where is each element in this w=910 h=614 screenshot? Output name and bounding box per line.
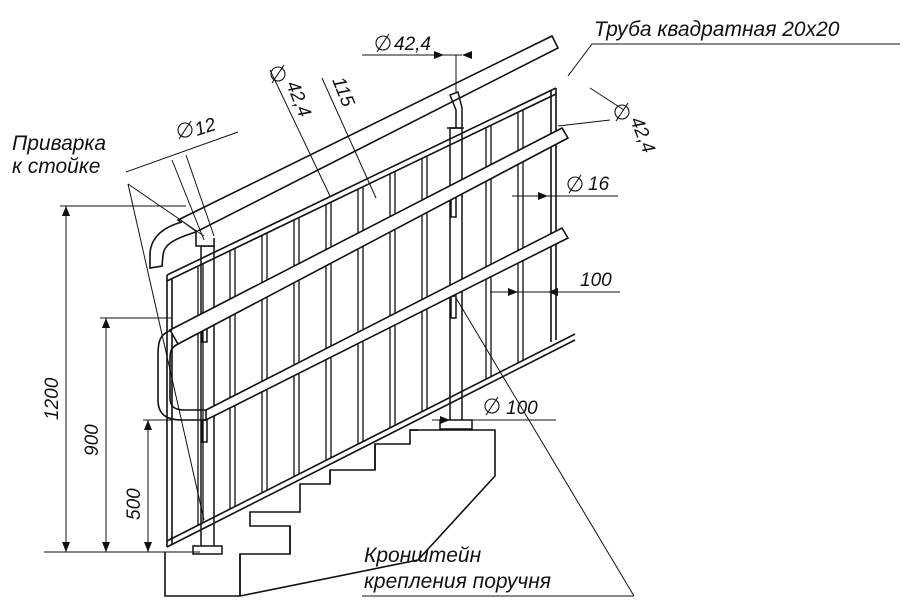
bracket-label-line2: крепления поручня	[364, 570, 551, 593]
dim-post-diameter: 42,4	[394, 34, 431, 55]
bracket-label-line1: Кронштейн	[364, 544, 482, 567]
lower-rail	[205, 226, 570, 422]
panel-frame	[166, 87, 576, 548]
top-handrail	[149, 34, 560, 269]
bracket	[447, 91, 464, 129]
dim-weld-diameter: 12	[192, 114, 219, 141]
weld-label-line2: к стойке	[12, 155, 100, 178]
dim-spacing: 100	[580, 270, 612, 291]
dim-rail-left-diameter: 42,4	[281, 78, 314, 120]
dim-height-900: 900	[82, 424, 103, 456]
dim-baluster-diameter: 16	[588, 174, 610, 195]
dim-height-500: 500	[124, 488, 145, 520]
diameter-symbols	[177, 33, 630, 416]
stair-base	[164, 429, 496, 597]
dim-rail-right-diameter: 42,4	[625, 114, 658, 156]
weld-label-line1: Приварка	[12, 132, 106, 155]
arrow-heads	[62, 51, 558, 552]
square-tube-label: Труба квадратная 20x20	[594, 18, 840, 41]
dim-offset-115: 115	[327, 74, 358, 110]
dim-base-diameter: 100	[506, 398, 538, 419]
balusters	[197, 109, 524, 526]
dim-height-1200: 1200	[42, 377, 63, 420]
dimension-lines	[44, 43, 900, 597]
